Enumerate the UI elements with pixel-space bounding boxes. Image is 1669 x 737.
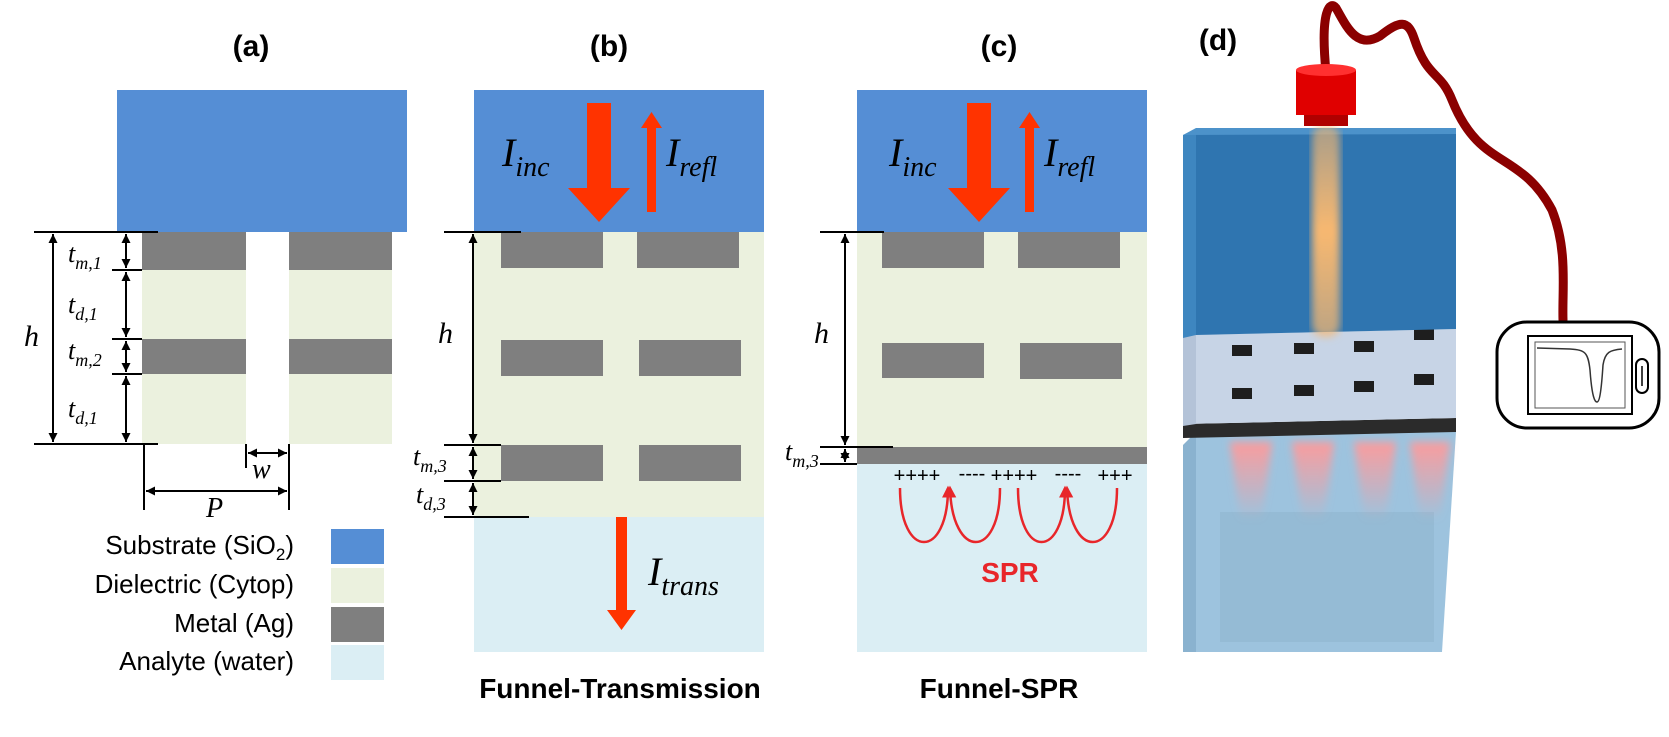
dimension-lines xyxy=(444,231,529,518)
legend-substrate-label: Substrate (SiO2) xyxy=(105,530,294,564)
light-beam xyxy=(1312,125,1340,337)
dim-tm3-label-b: tm,3 xyxy=(413,442,447,476)
dim-td1b-label: td,1 xyxy=(68,394,98,428)
metal-layer-2-left xyxy=(882,343,984,378)
dim-w-label: w xyxy=(252,454,271,485)
panel-b-caption: Funnel-Transmission xyxy=(479,673,761,704)
metal-layer-1-left xyxy=(882,232,984,268)
legend-analyte-swatch xyxy=(331,645,384,680)
dielectric-side xyxy=(1183,330,1196,426)
charge-negative-2: ---- xyxy=(1055,463,1082,485)
metal-layer-2-right xyxy=(639,340,741,376)
substrate-side xyxy=(1183,130,1196,338)
legend-substrate-swatch xyxy=(331,529,384,564)
panel-a: (a) h tm,1 td,1 tm,2 td xyxy=(24,30,407,524)
transmitted-beam-arrow xyxy=(607,517,636,630)
incident-beam-arrow xyxy=(568,103,630,222)
legend-metal-label: Metal (Ag) xyxy=(174,608,294,638)
charge-positive-2: ++++ xyxy=(991,465,1038,487)
metal-layer-1-right xyxy=(289,232,392,270)
panel-d: (d) xyxy=(1183,1,1661,652)
substrate-block xyxy=(857,90,1147,232)
panel-c: (c) Iinc Irefl h tm,3 ++++ ---- ++++ ---… xyxy=(785,30,1147,704)
charge-positive-3: +++ xyxy=(1097,465,1132,487)
incident-beam-label: Iinc xyxy=(888,130,937,183)
dim-h-label-b: h xyxy=(438,317,453,350)
metal-layer-1-right xyxy=(1018,232,1120,268)
incident-beam-label: Iinc xyxy=(501,130,550,183)
optical-fiber-cable xyxy=(1319,1,1568,325)
resonance-dip-curve xyxy=(1536,347,1623,403)
substrate-block xyxy=(474,90,764,232)
spr-glows xyxy=(1230,442,1450,520)
metal-layer-3-right xyxy=(639,445,741,481)
dim-td1-label: td,1 xyxy=(68,290,98,324)
panel-c-label: (c) xyxy=(981,30,1018,63)
nanohole-pattern xyxy=(1232,329,1434,399)
analyte-chamber-side xyxy=(1183,432,1196,652)
metal-layer-1-left xyxy=(142,232,246,270)
incident-beam-arrow xyxy=(948,103,1010,222)
panel-b: (b) Iinc Irefl Itrans h tm,3 td,3 Funnel… xyxy=(413,30,764,704)
panel-c-caption: Funnel-SPR xyxy=(920,673,1079,704)
metal-layer-1-right xyxy=(637,232,739,268)
spectrum-plot-area xyxy=(1534,341,1626,409)
dimension-lines xyxy=(34,231,290,510)
spectrometer-device xyxy=(1495,320,1661,430)
panel-d-label: (d) xyxy=(1199,24,1237,57)
spr-field-loops xyxy=(898,485,1119,544)
dim-h-label-c: h xyxy=(814,317,829,350)
metal-layer-1-left xyxy=(501,232,603,268)
panel-a-label: (a) xyxy=(233,30,270,63)
analyte-inner xyxy=(1220,512,1434,642)
fiber-connector xyxy=(1296,64,1356,126)
metal-layer-2-right xyxy=(1020,343,1122,379)
legend-metal-swatch xyxy=(331,607,384,642)
dim-tm1-label: tm,1 xyxy=(68,239,102,273)
dim-td3-label: td,3 xyxy=(416,480,446,514)
bottom-metal-film xyxy=(857,447,1147,464)
spr-label: SPR xyxy=(981,557,1039,588)
funnel-slot xyxy=(246,232,289,444)
dim-h-label-a: h xyxy=(24,320,39,353)
analyte-block xyxy=(857,464,1147,652)
panel-b-label: (b) xyxy=(590,30,628,63)
charge-negative-1: ---- xyxy=(959,463,986,485)
reflected-beam-label: Irefl xyxy=(1043,130,1095,183)
reflected-beam-arrow xyxy=(1019,112,1040,212)
metal-layer-2-right xyxy=(289,339,392,374)
surface-charges: ++++ ---- ++++ ---- +++ xyxy=(894,463,1133,487)
legend-dielectric-label: Dielectric (Cytop) xyxy=(95,569,294,599)
dimension-lines xyxy=(820,231,893,465)
dim-tm3-label-c: tm,3 xyxy=(785,437,819,471)
dim-p-label: P xyxy=(205,493,223,524)
legend-dielectric-swatch xyxy=(331,568,384,603)
metal-film-strip xyxy=(1183,418,1456,438)
metal-layer-2-left xyxy=(142,339,246,374)
charge-positive-1: ++++ xyxy=(894,465,941,487)
transmitted-beam-label: Itrans xyxy=(647,549,719,602)
reflected-beam-label: Irefl xyxy=(665,130,717,183)
legend-analyte-label: Analyte (water) xyxy=(119,646,294,676)
legend: Substrate (SiO2) Dielectric (Cytop) Meta… xyxy=(95,529,384,680)
substrate-block xyxy=(117,90,407,232)
metal-layer-3-left xyxy=(501,445,603,481)
dim-tm2-label: tm,2 xyxy=(68,336,102,370)
reflected-beam-arrow xyxy=(641,112,662,212)
metal-layer-2-left xyxy=(501,340,603,376)
